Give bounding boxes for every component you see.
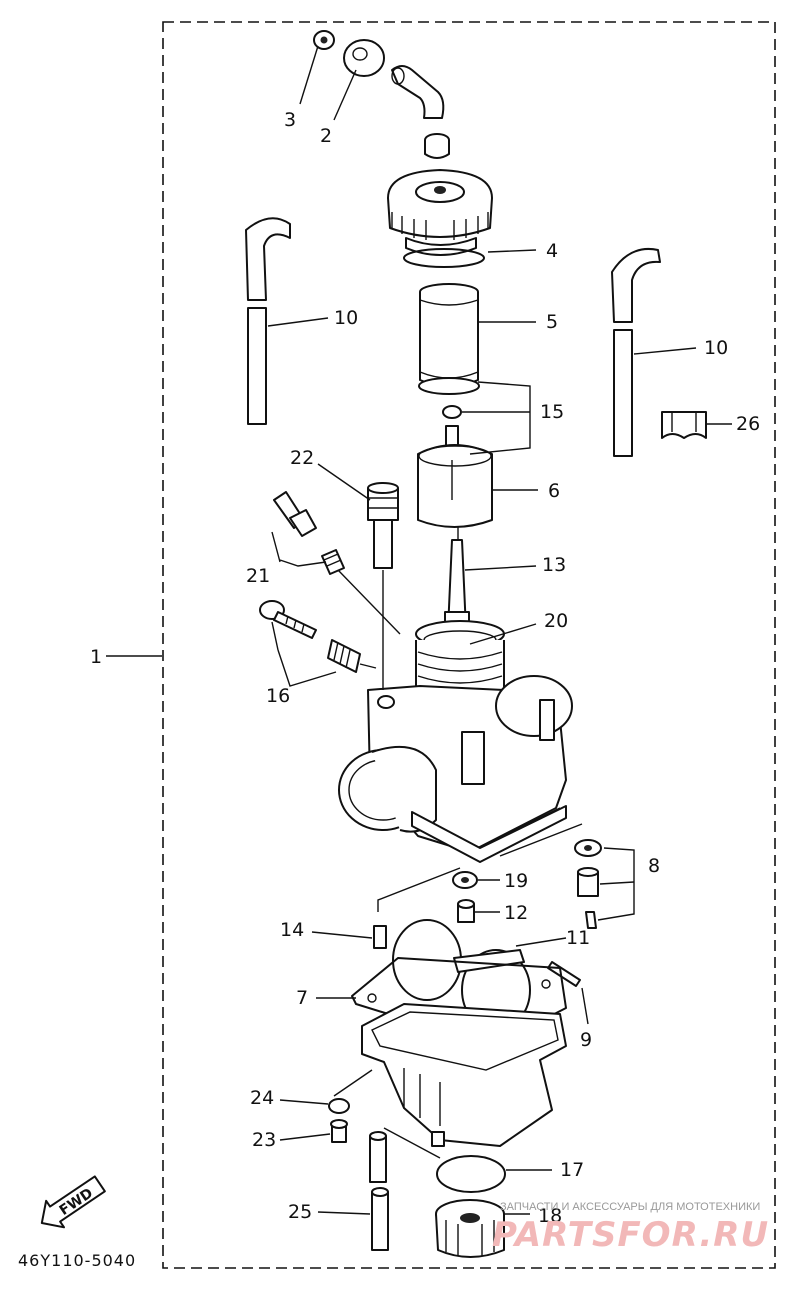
part-25-overflow-hose bbox=[369, 1131, 389, 1251]
part-7-float-gasket bbox=[351, 957, 567, 1047]
callout-8: 8 bbox=[648, 855, 660, 877]
part-6-throttle-slide bbox=[417, 444, 493, 528]
callout-10-left: 10 bbox=[334, 307, 358, 329]
part-17-o-ring bbox=[436, 1155, 506, 1193]
callout-24: 24 bbox=[250, 1087, 274, 1109]
callout-7: 7 bbox=[296, 987, 308, 1009]
cable-bushing bbox=[424, 133, 450, 159]
callout-leaders bbox=[106, 45, 732, 1215]
callout-18: 18 bbox=[538, 1205, 562, 1227]
part-24-washer bbox=[328, 1098, 350, 1114]
watermark: ЗАПЧАСТИ И АКСЕССУАРЫ ДЛЯ МОТОТЕХНИКИ PA… bbox=[492, 1201, 769, 1255]
callout-4: 4 bbox=[546, 240, 558, 262]
part-23-screw bbox=[330, 1119, 348, 1143]
drawing-code: 46Y110-5040 bbox=[18, 1251, 136, 1270]
callout-17: 17 bbox=[560, 1159, 584, 1181]
callout-16: 16 bbox=[266, 685, 290, 707]
part-10-hose-right bbox=[611, 248, 661, 457]
callout-3: 3 bbox=[284, 109, 296, 131]
callout-21: 21 bbox=[246, 565, 270, 587]
watermark-tagline: ЗАПЧАСТИ И АКСЕССУАРЫ ДЛЯ МОТОТЕХНИКИ bbox=[500, 1201, 760, 1213]
callout-10-right: 10 bbox=[704, 337, 728, 359]
carburetor-body bbox=[338, 620, 573, 863]
mixing-chamber-cap bbox=[387, 169, 493, 256]
part-5-spring bbox=[418, 283, 480, 395]
part-9-float-pin bbox=[547, 961, 581, 987]
part-16-throttle-stop-screw bbox=[259, 600, 361, 673]
assembly-guide-lines bbox=[337, 526, 459, 690]
part-12-main-jet bbox=[457, 899, 475, 923]
callout-1: 1 bbox=[90, 646, 102, 668]
callout-6: 6 bbox=[548, 480, 560, 502]
part-21-air-screw bbox=[273, 491, 345, 575]
callout-numbers: 1 2 3 4 5 6 7 8 9 10 10 11 12 13 14 15 1… bbox=[90, 109, 760, 1227]
float-bowl bbox=[361, 1003, 567, 1147]
callout-19: 19 bbox=[504, 870, 528, 892]
part-26-clamp bbox=[661, 411, 707, 439]
assembly-frame bbox=[162, 21, 776, 1269]
part-10-hose-left bbox=[245, 217, 291, 425]
callout-2: 2 bbox=[320, 125, 332, 147]
callout-25: 25 bbox=[288, 1201, 312, 1223]
callout-12: 12 bbox=[504, 902, 528, 924]
part-4-gasket bbox=[403, 248, 485, 268]
part-22-starter-plunger bbox=[367, 482, 399, 569]
callout-14: 14 bbox=[280, 919, 304, 941]
callout-5: 5 bbox=[546, 311, 558, 333]
callout-23: 23 bbox=[252, 1129, 276, 1151]
part-19-washer bbox=[452, 871, 478, 889]
part-14-pilot-jet bbox=[373, 925, 387, 949]
callout-13: 13 bbox=[542, 554, 566, 576]
assembly-guide-lines-lower bbox=[333, 823, 583, 1159]
fwd-direction-arrow: FWD bbox=[40, 1175, 106, 1229]
watermark-brand: PARTSFOR.RU bbox=[492, 1215, 769, 1255]
callout-26: 26 bbox=[736, 413, 760, 435]
callout-20: 20 bbox=[544, 610, 568, 632]
part-2-cap bbox=[343, 39, 385, 77]
callout-22: 22 bbox=[290, 447, 314, 469]
cable-elbow bbox=[391, 65, 445, 119]
callout-15: 15 bbox=[540, 401, 564, 423]
callout-11: 11 bbox=[566, 927, 590, 949]
part-18-drain-plug bbox=[435, 1199, 505, 1258]
callout-9: 9 bbox=[580, 1029, 592, 1051]
part-3-nut bbox=[313, 30, 335, 50]
part-8-needle-valve bbox=[574, 839, 602, 929]
